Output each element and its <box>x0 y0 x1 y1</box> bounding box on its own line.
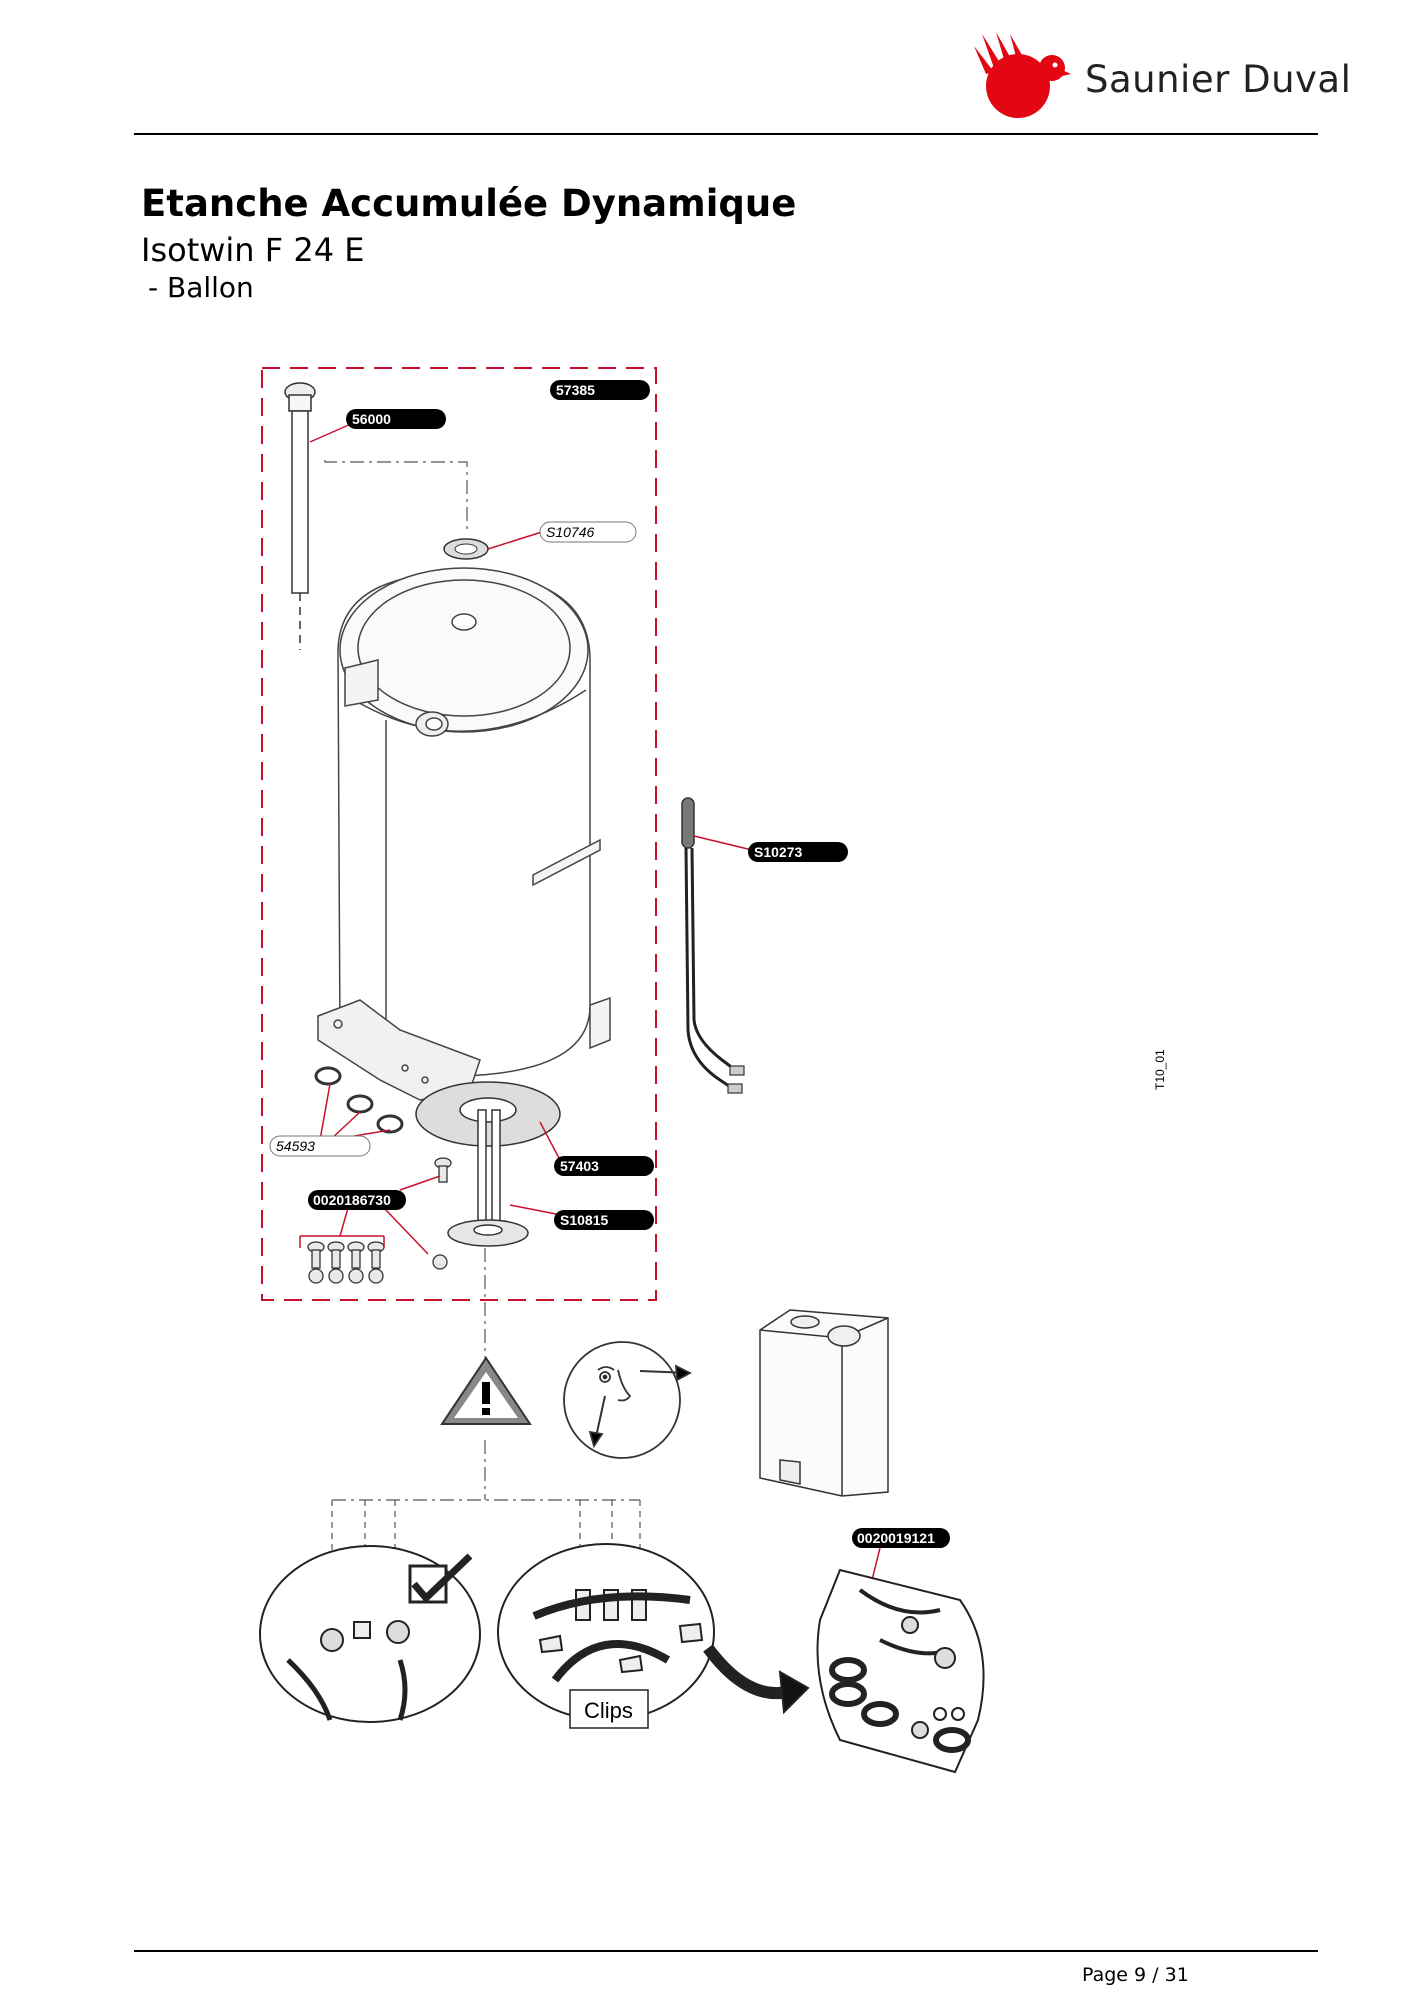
svg-text:0020019121: 0020019121 <box>857 1530 935 1546</box>
svg-text:0020186730: 0020186730 <box>313 1192 391 1208</box>
part-label-s10815: S10815 <box>554 1210 654 1230</box>
detail-view-clips <box>497 1543 810 1729</box>
page-title: Etanche Accumulée Dynamique <box>141 182 797 225</box>
product-name: Isotwin F 24 E <box>141 231 365 269</box>
inspect-face-icon <box>563 1341 692 1459</box>
part-label-54593: 54593 <box>269 1135 371 1157</box>
svg-text:S10746: S10746 <box>546 524 594 540</box>
svg-text:54593: 54593 <box>276 1138 315 1154</box>
detail-view-correct <box>259 1545 481 1723</box>
svg-text:57403: 57403 <box>560 1158 599 1174</box>
part-label-57403: 57403 <box>554 1156 654 1176</box>
part-label-0020019121: 0020019121 <box>852 1528 950 1548</box>
heating-element <box>447 1109 529 1247</box>
bolt-set <box>307 1157 452 1284</box>
warning-icon <box>440 1356 532 1425</box>
brand-name: Saunier Duval <box>1085 58 1352 101</box>
section-name: - Ballon <box>148 271 254 304</box>
svg-text:56000: 56000 <box>352 411 391 427</box>
drawing-reference: T10_01 <box>1153 1049 1167 1090</box>
clips-label: Clips <box>584 1698 633 1723</box>
page-number: Page 9 / 31 <box>1082 1964 1189 1986</box>
footer-divider <box>134 1950 1318 1952</box>
anode-rod <box>284 382 316 650</box>
tank-body <box>317 567 611 1101</box>
flange-gasket <box>415 1081 561 1147</box>
temperature-sensor <box>681 797 745 1094</box>
part-label-57385: 57385 <box>550 380 650 400</box>
part-label-s10746: S10746 <box>539 521 637 543</box>
brand-logo-icon <box>974 32 1071 118</box>
part-label-56000: 56000 <box>346 409 446 429</box>
svg-text:S10273: S10273 <box>754 844 802 860</box>
kit-boundary <box>261 367 657 1301</box>
svg-text:S10815: S10815 <box>560 1212 608 1228</box>
svg-text:57385: 57385 <box>556 382 595 398</box>
header-divider <box>134 133 1318 135</box>
part-label-0020186730: 0020186730 <box>308 1190 406 1210</box>
detail-view-seals <box>816 1568 985 1774</box>
boiler-unit <box>759 1309 889 1497</box>
part-label-s10273: S10273 <box>748 842 848 862</box>
